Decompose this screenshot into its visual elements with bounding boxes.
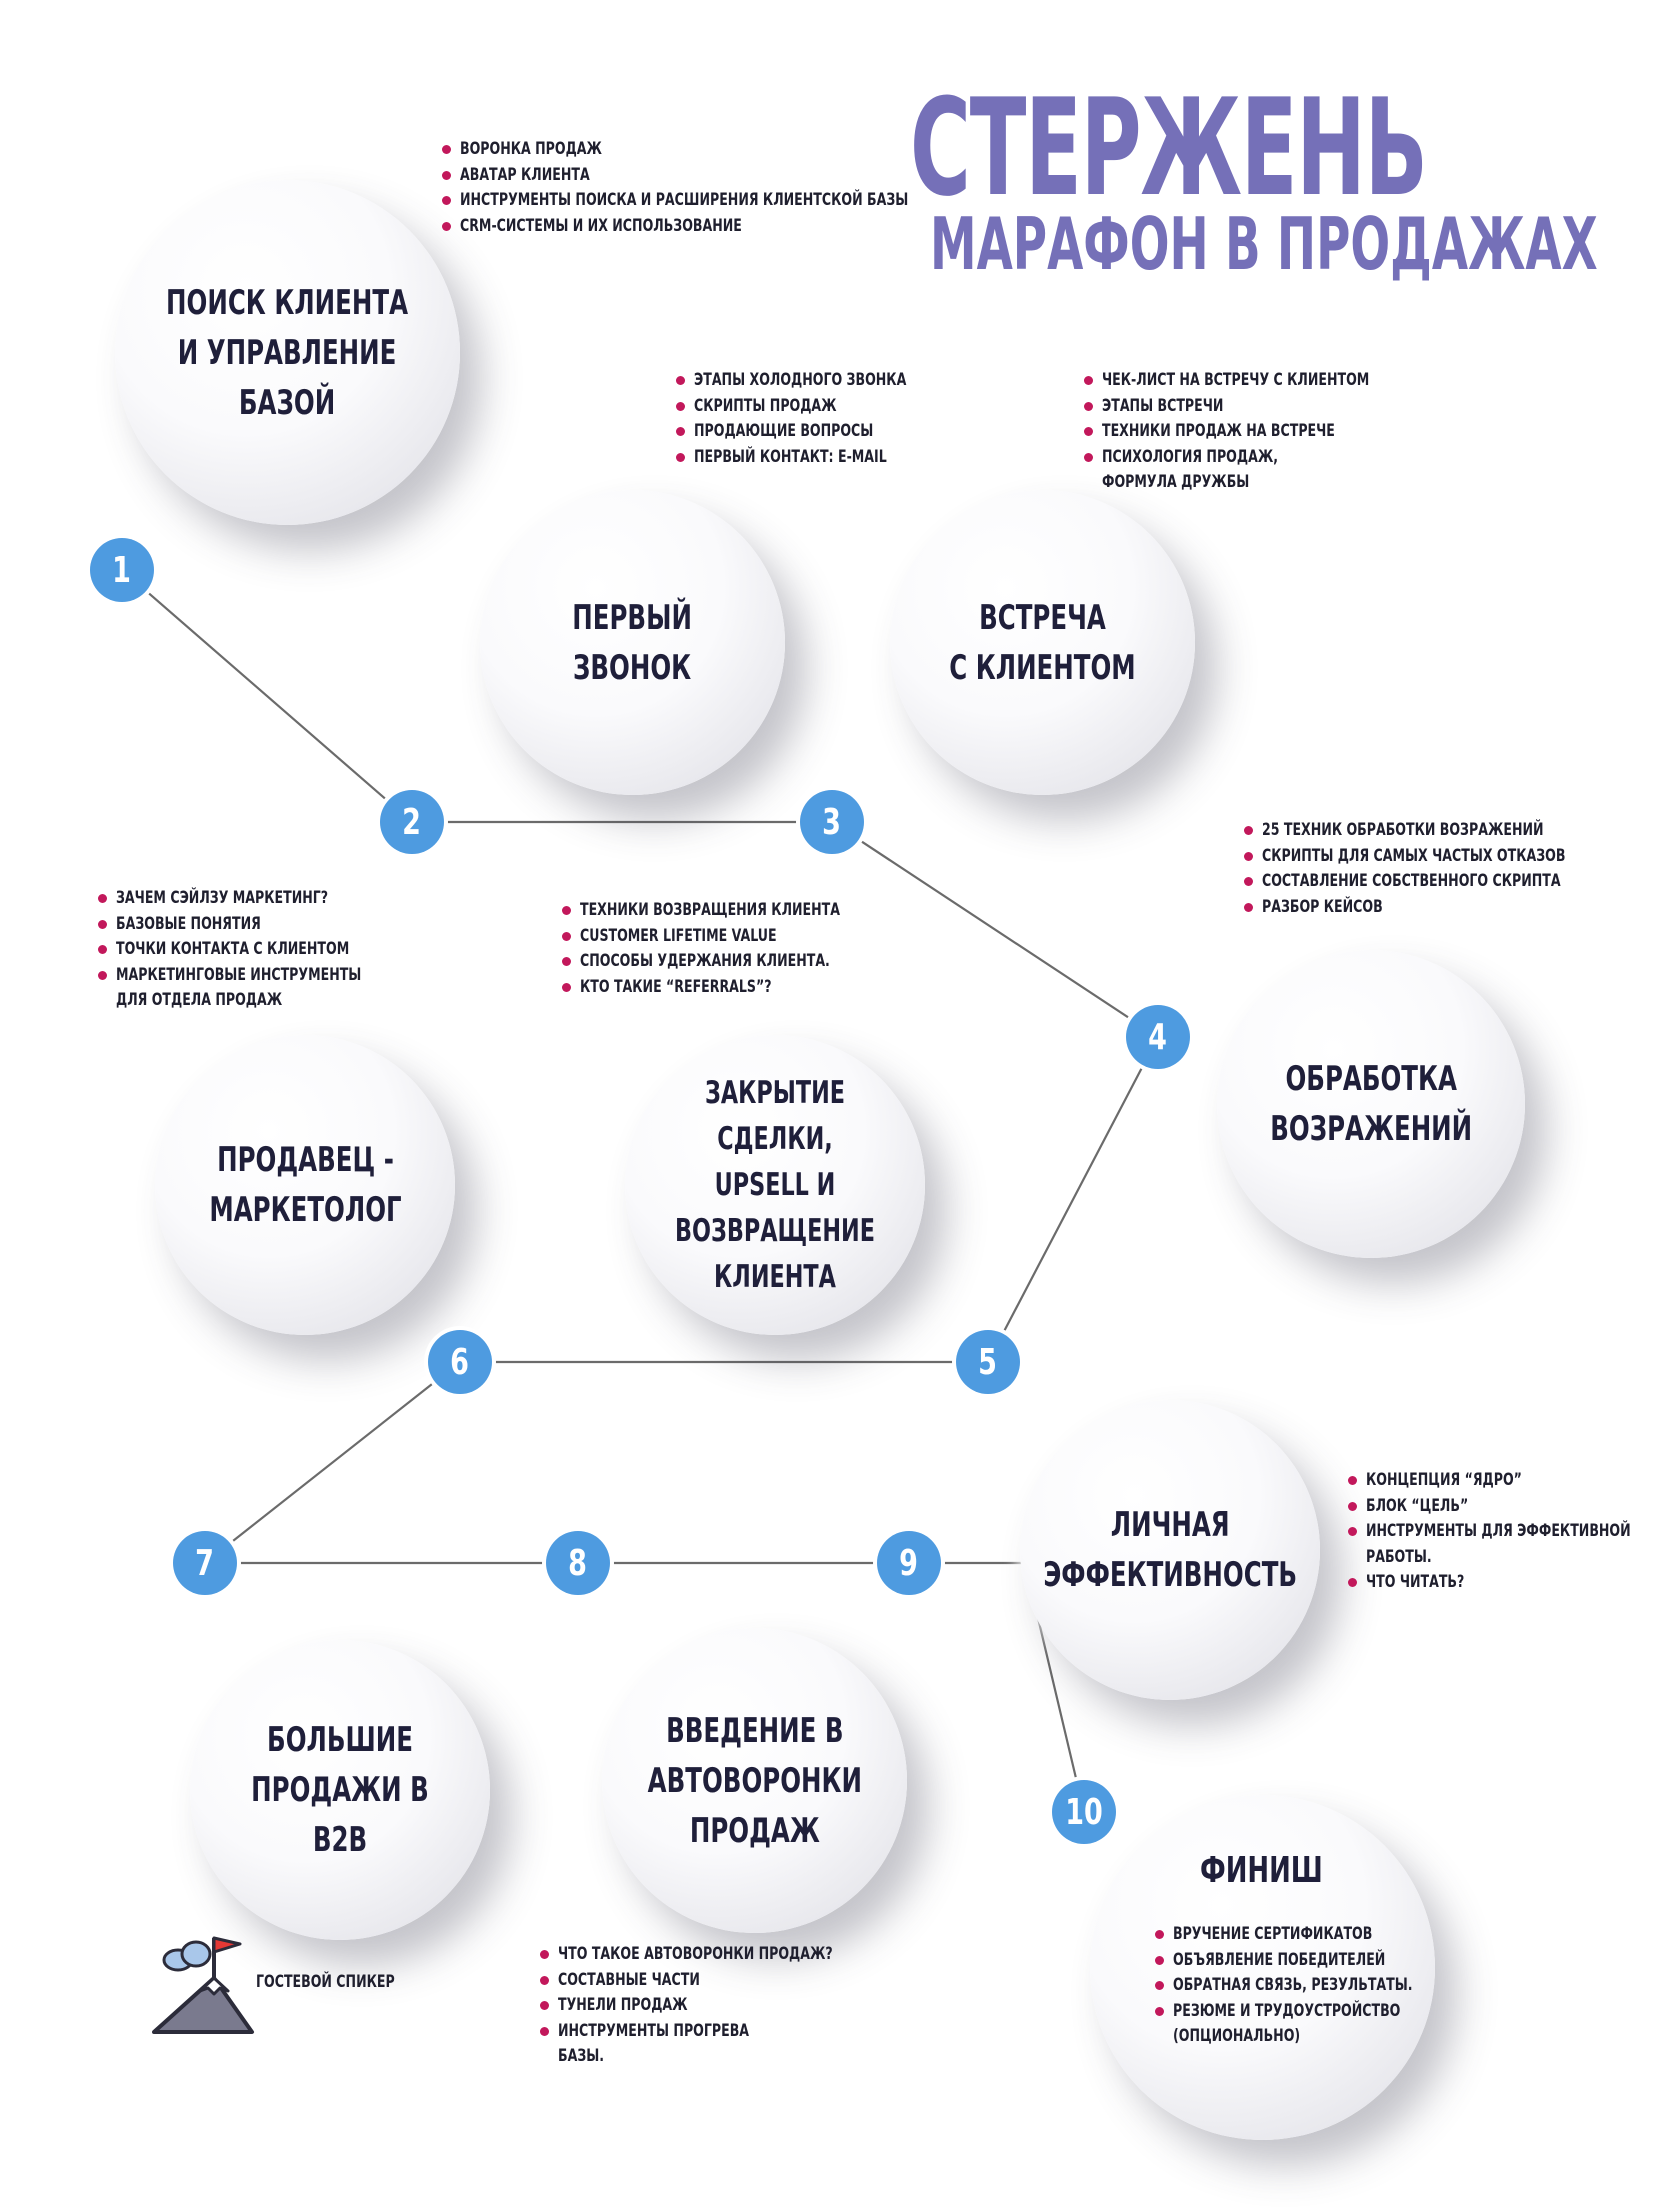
list-item: ИНСТРУМЕНТЫ ДЛЯ ЭФФЕКТИВНОЙ РАБОТЫ. — [1346, 1519, 1680, 1570]
topic-label-7: БОЛЬШИЕ ПРОДАЖИ В B2B — [251, 1720, 429, 1860]
list-item: РЕЗЮМЕ И ТРУДОУСТРОЙСТВО (ОПЦИОНАЛЬНО) — [1153, 1999, 1497, 2050]
list-item: ПСИХОЛОГИЯ ПРОДАЖ, ФОРМУЛА ДРУЖБЫ — [1082, 445, 1463, 496]
topic-label-5: ЗАКРЫТИЕ СДЕЛКИ, UPSELL И ВОЗВРАЩЕНИЕ КЛ… — [675, 1075, 875, 1295]
mountain-flag-icon — [152, 1936, 254, 2034]
topic-circle-2: ПЕРВЫЙ ЗВОНОК — [480, 490, 785, 795]
topic-label-9: ЛИЧНАЯ ЭФФЕКТИВНОСТЬ — [1043, 1505, 1297, 1595]
page-title: СТЕРЖЕНЬ — [910, 70, 1428, 226]
list-item: ОБЪЯВЛЕНИЕ ПОБЕДИТЕЛЕЙ — [1153, 1948, 1497, 1974]
list-item: ИНСТРУМЕНТЫ ПРОГРЕВА БАЗЫ. — [538, 2019, 929, 2070]
list-item: СОСТАВНЫЕ ЧАСТИ — [538, 1968, 929, 1994]
topic-circle-10 — [1090, 1795, 1435, 2140]
finish-title: ФИНИШ — [1200, 1850, 1323, 1891]
topic-circle-4: ОБРАБОТКА ВОЗРАЖЕНИЙ — [1217, 950, 1525, 1258]
list-item: ЧЕК-ЛИСТ НА ВСТРЕЧУ С КЛИЕНТОМ — [1082, 368, 1463, 394]
list-item: МАРКЕТИНГОВЫЕ ИНСТРУМЕНТЫ ДЛЯ ОТДЕЛА ПРО… — [96, 963, 448, 1014]
list-item: CUSTOMER LIFETIME VALUE — [560, 924, 931, 950]
topic-circle-5: ЗАКРЫТИЕ СДЕЛКИ, UPSELL И ВОЗВРАЩЕНИЕ КЛ… — [625, 1035, 925, 1335]
bullet-list-4: 25 ТЕХНИК ОБРАБОТКИ ВОЗРАЖЕНИЙ СКРИПТЫ Д… — [1242, 818, 1672, 920]
bullet-list-6: ЗАЧЕМ СЭЙЛЗУ МАРКЕТИНГ? БАЗОВЫЕ ПОНЯТИЯ … — [96, 886, 448, 1014]
list-item: ЧТО ТАКОЕ АВТОВОРОНКИ ПРОДАЖ? — [538, 1942, 929, 1968]
list-item: ТЕХНИКИ ПРОДАЖ НА ВСТРЕЧЕ — [1082, 419, 1463, 445]
topic-circle-6: ПРОДАВЕЦ - МАРКЕТОЛОГ — [155, 1035, 455, 1335]
list-item: ЭТАПЫ ВСТРЕЧИ — [1082, 394, 1463, 420]
list-item: ПЕРВЫЙ КОНТАКТ: E-MAIL — [674, 445, 981, 471]
list-item: СКРИПТЫ ДЛЯ САМЫХ ЧАСТЫХ ОТКАЗОВ — [1242, 844, 1672, 870]
topic-circle-9: ЛИЧНАЯ ЭФФЕКТИВНОСТЬ — [1020, 1400, 1320, 1700]
list-item: ЗАЧЕМ СЭЙЛЗУ МАРКЕТИНГ? — [96, 886, 448, 912]
bullet-list-8: ЧТО ТАКОЕ АВТОВОРОНКИ ПРОДАЖ? СОСТАВНЫЕ … — [538, 1942, 929, 2070]
list-item: СОСТАВЛЕНИЕ СОБСТВЕННОГО СКРИПТА — [1242, 869, 1672, 895]
list-item: СПОСОБЫ УДЕРЖАНИЯ КЛИЕНТА. — [560, 949, 931, 975]
topic-label-3: ВСТРЕЧА С КЛИЕНТОМ — [949, 597, 1136, 688]
topic-circle-7: БОЛЬШИЕ ПРОДАЖИ В B2B — [190, 1640, 490, 1940]
step-node-1: 1 — [90, 538, 154, 602]
bullet-list-3: ЧЕК-ЛИСТ НА ВСТРЕЧУ С КЛИЕНТОМ ЭТАПЫ ВСТ… — [1082, 368, 1463, 496]
step-node-5: 5 — [956, 1330, 1020, 1394]
list-item: ТЕХНИКИ ВОЗВРАЩЕНИЯ КЛИЕНТА — [560, 898, 931, 924]
bullet-list-1: ВОРОНКА ПРОДАЖ АВАТАР КЛИЕНТА ИНСТРУМЕНТ… — [440, 137, 1066, 239]
list-item: КТО ТАКИЕ “REFERRALS”? — [560, 975, 931, 1001]
list-item: КОНЦЕПЦИЯ “ЯДРО” — [1346, 1468, 1680, 1494]
list-item: АВАТАР КЛИЕНТА — [440, 163, 1066, 189]
topic-label-8: ВВЕДЕНИЕ В АВТОВОРОНКИ ПРОДАЖ — [647, 1710, 862, 1851]
list-item: ЧТО ЧИТАТЬ? — [1346, 1570, 1680, 1596]
list-item: БЛОК “ЦЕЛЬ” — [1346, 1494, 1680, 1520]
step-node-7: 7 — [173, 1531, 237, 1595]
step-node-10: 10 — [1052, 1780, 1116, 1844]
topic-circle-8: ВВЕДЕНИЕ В АВТОВОРОНКИ ПРОДАЖ — [602, 1628, 907, 1933]
list-item: БАЗОВЫЕ ПОНЯТИЯ — [96, 912, 448, 938]
bullet-list-10: ВРУЧЕНИЕ СЕРТИФИКАТОВ ОБЪЯВЛЕНИЕ ПОБЕДИТ… — [1153, 1922, 1497, 2050]
list-item: РАЗБОР КЕЙСОВ — [1242, 895, 1672, 921]
list-item: СКРИПТЫ ПРОДАЖ — [674, 394, 981, 420]
list-item: ОБРАТНАЯ СВЯЗЬ, РЕЗУЛЬТАТЫ. — [1153, 1973, 1497, 1999]
step-node-4: 4 — [1126, 1005, 1190, 1069]
topic-label-1: ПОИСК КЛИЕНТА И УПРАВЛЕНИЕ БАЗОЙ — [166, 282, 409, 423]
list-item: ТОЧКИ КОНТАКТА С КЛИЕНТОМ — [96, 937, 448, 963]
bullet-list-9: КОНЦЕПЦИЯ “ЯДРО” БЛОК “ЦЕЛЬ” ИНСТРУМЕНТЫ… — [1346, 1468, 1680, 1596]
list-item: 25 ТЕХНИК ОБРАБОТКИ ВОЗРАЖЕНИЙ — [1242, 818, 1672, 844]
topic-label-6: ПРОДАВЕЦ - МАРКЕТОЛОГ — [208, 1140, 402, 1230]
step-node-6: 6 — [428, 1330, 492, 1394]
bullet-list-2: ЭТАПЫ ХОЛОДНОГО ЗВОНКА СКРИПТЫ ПРОДАЖ ПР… — [674, 368, 981, 470]
topic-circle-3: ВСТРЕЧА С КЛИЕНТОМ — [890, 490, 1195, 795]
list-item: ВОРОНКА ПРОДАЖ — [440, 137, 1066, 163]
step-node-9: 9 — [877, 1531, 941, 1595]
list-item: ИНСТРУМЕНТЫ ПОИСКА И РАСШИРЕНИЯ КЛИЕНТСК… — [440, 188, 1066, 214]
bullet-list-5: ТЕХНИКИ ВОЗВРАЩЕНИЯ КЛИЕНТА CUSTOMER LIF… — [560, 898, 931, 1000]
step-node-8: 8 — [546, 1531, 610, 1595]
step-node-2: 2 — [380, 790, 444, 854]
list-item: ЭТАПЫ ХОЛОДНОГО ЗВОНКА — [674, 368, 981, 394]
guest-speaker-label: ГОСТЕВОЙ СПИКЕР — [256, 1972, 395, 1992]
step-node-3: 3 — [800, 790, 864, 854]
page-subtitle: МАРАФОН В ПРОДАЖАХ — [930, 202, 1598, 286]
topic-circle-1: ПОИСК КЛИЕНТА И УПРАВЛЕНИЕ БАЗОЙ — [115, 180, 460, 525]
list-item: ТУНЕЛИ ПРОДАЖ — [538, 1993, 929, 2019]
list-item: ВРУЧЕНИЕ СЕРТИФИКАТОВ — [1153, 1922, 1497, 1948]
list-item: ПРОДАЮЩИЕ ВОПРОСЫ — [674, 419, 981, 445]
topic-label-2: ПЕРВЫЙ ЗВОНОК — [572, 597, 693, 688]
topic-label-4: ОБРАБОТКА ВОЗРАЖЕНИЙ — [1270, 1059, 1472, 1149]
list-item: CRM-СИСТЕМЫ И ИХ ИСПОЛЬЗОВАНИЕ — [440, 214, 1066, 240]
